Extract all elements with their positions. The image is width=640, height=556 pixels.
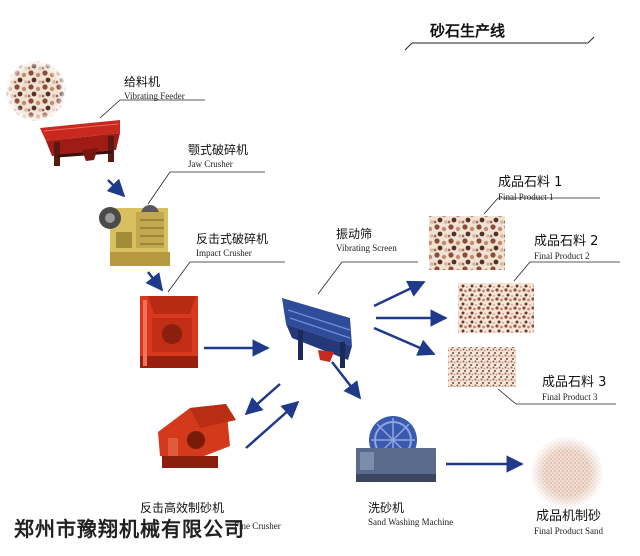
product-1-sample <box>429 216 505 270</box>
feeder-label-cn: 给料机 <box>124 75 161 89</box>
product-1-label-cn: 成品石料 1 <box>498 175 563 190</box>
jaw-crusher-machine <box>99 205 170 266</box>
product-1-label-en: Final Product 1 <box>498 192 554 202</box>
arrow-feeder-to-jaw <box>106 178 126 198</box>
washer-label-cn: 洗砂机 <box>368 501 405 515</box>
sand-label-en: Final Product Sand <box>534 526 603 536</box>
feeder-label-en: Vibrating Feeder <box>124 91 185 101</box>
product-sand-sample <box>530 436 604 510</box>
arrow-jaw-to-impact <box>145 271 164 292</box>
impact-label-cn: 反击式破碎机 <box>196 232 269 246</box>
arrow-fine-to-screen <box>245 400 300 449</box>
arrow-screen-to-p3 <box>373 326 436 356</box>
sand-label-cn: 成品机制砂 <box>536 509 602 524</box>
product-2-label-cn: 成品石料 2 <box>534 234 599 249</box>
impact-label-en: Impact Crusher <box>196 248 252 258</box>
page-title: 砂石生产线 <box>430 22 506 40</box>
screen-label-cn: 振动筛 <box>336 227 373 241</box>
feeder-leader <box>99 99 205 119</box>
product-3-label-cn: 成品石料 3 <box>542 375 607 390</box>
fine-crusher-label-en: Fine Crusher <box>234 521 281 531</box>
product-3-sample <box>448 347 516 387</box>
vibrating-screen-machine <box>282 298 352 368</box>
flow-arrows <box>106 178 524 473</box>
impact-leader <box>167 261 285 293</box>
product-3-leader <box>497 388 616 405</box>
jaw-label-en: Jaw Crusher <box>188 159 233 169</box>
washer-label-en: Sand Washing Machine <box>368 517 454 527</box>
product-2-leader <box>513 261 620 282</box>
vibrating-feeder-machine <box>40 120 120 166</box>
product-2-label-en: Final Product 2 <box>534 251 590 261</box>
product-3-label-en: Final Product 3 <box>542 392 598 402</box>
title-underline <box>404 36 595 51</box>
product-2-sample <box>458 283 534 333</box>
arrow-screen-to-fine <box>244 383 281 416</box>
sand-washing-machine <box>356 416 436 482</box>
jaw-leader <box>147 171 265 205</box>
impact-crusher-machine <box>140 296 198 368</box>
arrow-screen-to-p1 <box>373 280 426 308</box>
raw-material-sample <box>5 60 67 122</box>
fine-crusher-machine <box>158 404 236 468</box>
company-name: 郑州市豫翔机械有限公司 <box>14 517 245 541</box>
jaw-label-cn: 颚式破碎机 <box>188 143 249 157</box>
product-1-leader <box>483 197 600 215</box>
screen-label-en: Vibrating Screen <box>336 243 397 253</box>
arrow-screen-to-washer <box>331 361 362 400</box>
fine-crusher-label-cn: 反击高效制砂机 <box>140 501 225 515</box>
screen-leader <box>317 261 418 295</box>
